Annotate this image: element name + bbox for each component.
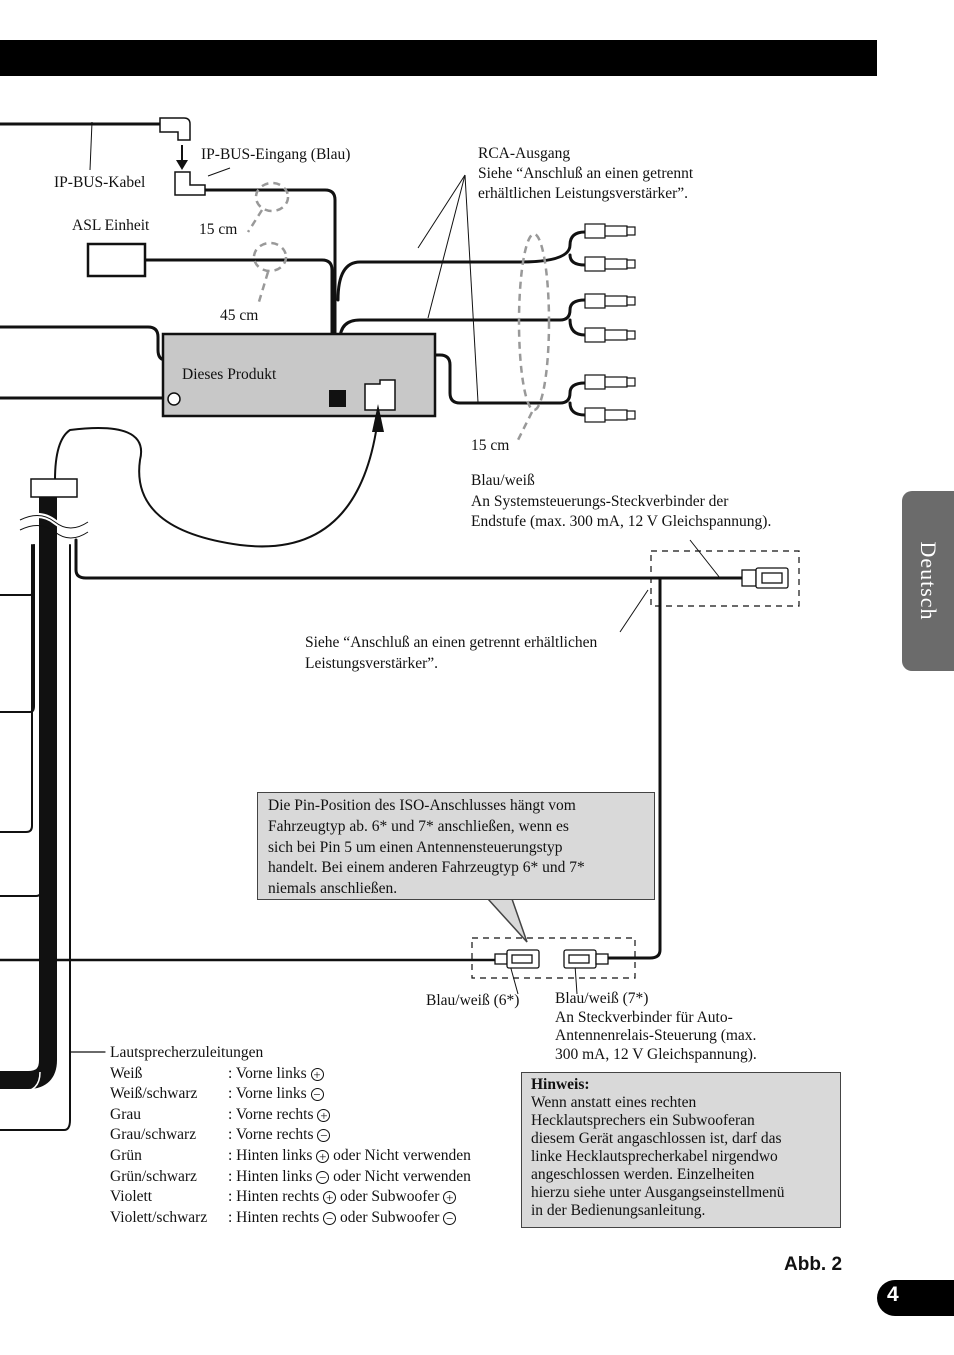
antenna-connector-frame (471, 937, 636, 979)
speaker-alternative: oder Nicht verwenden (329, 1146, 471, 1164)
speaker-position: : Hinten links (228, 1146, 317, 1164)
blau-weiss-6-label: Blau/weiß (6*) (426, 992, 520, 1009)
iso-connector (30, 478, 78, 498)
system-connector-frame (650, 550, 800, 607)
length-15cm-bottom: 15 cm (471, 437, 510, 454)
speaker-desc: : Hinten links + oder Nicht verwenden (228, 1146, 471, 1167)
speaker-desc: : Hinten rechts + oder Subwoofer + (228, 1187, 457, 1208)
speaker-color: Violett/schwarz (110, 1208, 208, 1226)
speaker-desc: : Vorne rechts + (228, 1105, 331, 1126)
polarity-symbol: + (443, 1191, 457, 1205)
length-45cm: 45 cm (220, 307, 259, 324)
amplifier-reference-label: Siehe “Anschluß an einen getrennt erhält… (305, 634, 598, 672)
speaker-desc: : Hinten rechts − oder Subwoofer − (228, 1208, 457, 1229)
speaker-alternative: oder Nicht verwenden (329, 1167, 471, 1185)
rca-wire-2 (336, 230, 587, 302)
asl-einheit-label: ASL Einheit (72, 217, 150, 234)
speaker-color: Weiß (110, 1064, 143, 1082)
hinweis-box: Hinweis: Wenn anstatt eines rechten Heck… (521, 1072, 841, 1228)
language-tab-label: Deutsch (916, 541, 941, 621)
system-control-label: Blau/weiß An Systemsteuerungs-Steckverbi… (471, 472, 772, 530)
polarity-symbol: + (316, 1149, 330, 1163)
speaker-row: Grau/schwarz : Vorne rechts − (110, 1125, 471, 1146)
polarity-symbol: + (323, 1191, 337, 1205)
speaker-row: Violett/schwarz : Hinten rechts − oder Su… (110, 1208, 471, 1229)
ip-bus-input-wire (203, 188, 337, 392)
ip-bus-kabel-label: IP-BUS-Kabel (54, 174, 146, 191)
hinweis-title: Hinweis: (531, 1076, 590, 1093)
rca-plugs (584, 223, 636, 423)
polarity-symbol: − (323, 1211, 337, 1225)
speaker-position: : Hinten rechts (228, 1208, 324, 1226)
iso-note-box: Die Pin-Position des ISO-Anschlusses hän… (257, 792, 655, 900)
speaker-desc: : Hinten links − oder Nicht verwenden (228, 1167, 471, 1188)
speaker-position: : Hinten links (228, 1167, 317, 1185)
rca-wire-1b (568, 318, 587, 337)
polarity-symbol: − (310, 1088, 324, 1102)
speaker-color: Grün/schwarz (110, 1167, 197, 1185)
speaker-desc: : Vorne links + (228, 1064, 324, 1085)
ip-bus-eingang-label: IP-BUS-Eingang (Blau) (201, 146, 351, 163)
speaker-row: Violett : Hinten rechts + oder Subwoofer … (110, 1187, 471, 1208)
ip-bus-plug (159, 117, 191, 141)
speaker-color: Weiß/schwarz (110, 1085, 198, 1103)
rca-wire-2b (568, 253, 587, 267)
speaker-position: : Vorne rechts (228, 1105, 318, 1123)
asl-unit-box (86, 242, 147, 278)
polarity-symbol: − (316, 1170, 330, 1184)
product-box (161, 332, 437, 418)
speaker-position: : Vorne links (228, 1064, 311, 1082)
rca-output-label: RCA-Ausgang Siehe “Anschluß an einen get… (478, 145, 694, 202)
polarity-symbol: + (310, 1067, 324, 1081)
speaker-alternative: oder Subwoofer (336, 1208, 444, 1226)
speaker-desc: : Vorne rechts − (228, 1125, 331, 1146)
harness-loop (54, 417, 379, 548)
speaker-row: Grün/schwarz : Hinten links − oder Nicht … (110, 1167, 471, 1188)
speaker-row: Weiß/schwarz : Vorne links − (110, 1084, 471, 1105)
left-wire-upper (0, 325, 168, 362)
speaker-color: Grau/schwarz (110, 1126, 197, 1144)
speaker-position: : Vorne links (228, 1085, 311, 1103)
system-control-wire (74, 538, 744, 580)
speaker-color: Grau (110, 1105, 141, 1123)
harness-cable (0, 495, 57, 1089)
polarity-symbol: − (443, 1211, 457, 1225)
antenna-relay-wire (605, 576, 662, 960)
speaker-desc: : Vorne links − (228, 1084, 324, 1105)
header-bar (0, 40, 877, 76)
speaker-position: : Hinten rechts (228, 1188, 324, 1206)
polarity-symbol: − (317, 1129, 331, 1143)
blau-weiss-7-label: Blau/weiß (7*) An Steckverbinder für Aut… (555, 990, 757, 1063)
rca-wire-1 (338, 298, 587, 342)
page-number: 4 (887, 1283, 899, 1306)
iso-note-pointer (486, 898, 528, 943)
speaker-alternative: oder Subwoofer (336, 1188, 444, 1206)
product-label: Dieses Produkt (182, 366, 277, 383)
asl-wire (143, 258, 334, 392)
speaker-row: Grün : Hinten links + oder Nicht verwende… (110, 1146, 471, 1167)
speaker-color: Grün (110, 1146, 142, 1164)
language-tab: Deutsch (902, 491, 954, 671)
speaker-leads-table: Lautsprecherzuleitungen Weiß : Vorne link… (110, 1043, 471, 1228)
polarity-symbol: + (317, 1108, 331, 1122)
length-15cm-top: 15 cm (199, 221, 238, 238)
speaker-color: Violett (110, 1188, 153, 1206)
rca-wire-3b (568, 401, 587, 417)
speaker-row: Grau : Vorne rechts + (110, 1105, 471, 1126)
page-number-badge: 4 (877, 1280, 954, 1316)
figure-label: Abb. 2 (784, 1254, 843, 1275)
speaker-row: Weiß : Vorne links + (110, 1064, 471, 1085)
speaker-position: : Vorne rechts (228, 1126, 318, 1144)
speaker-leads-title: Lautsprecherzuleitungen (110, 1044, 264, 1061)
ip-bus-socket (174, 171, 206, 196)
